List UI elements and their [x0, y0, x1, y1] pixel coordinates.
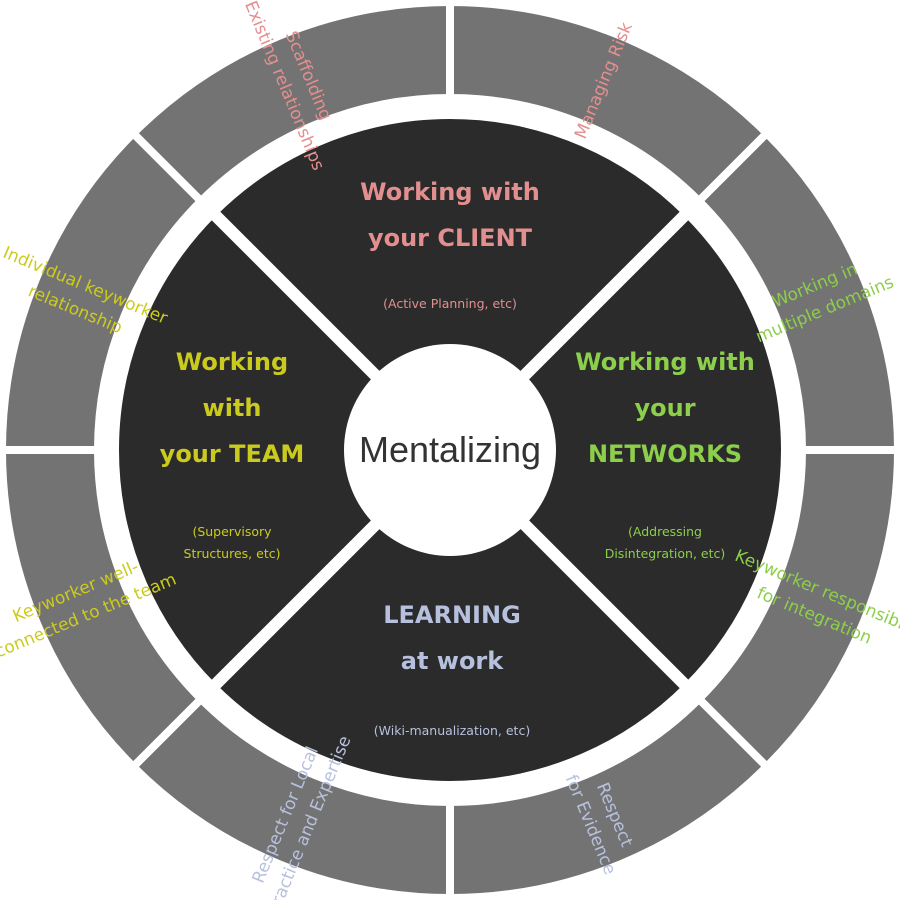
quadrant-text-learning: LEARNING at work (Wiki-manualization, etc) [374, 601, 530, 738]
quadrant-subtitle-line: (Addressing [628, 524, 702, 539]
quadrant-text-client: Working with your CLIENT (Active Planning,… [360, 178, 540, 311]
quadrant-subtitle-line: (Wiki-manualization, etc) [374, 723, 530, 738]
quadrant-subtitle-line: (Supervisory [192, 524, 272, 539]
outer-segment-scaffolding [127, 0, 454, 207]
quadrant-subtitle-line: (Active Planning, etc) [383, 296, 517, 311]
center-circle [344, 344, 556, 556]
quadrant-title-line: Working [176, 348, 288, 376]
quadrant-subtitle-line: Disintegration, etc) [605, 546, 726, 561]
quadrant-title-line: NETWORKS [588, 440, 742, 468]
quadrant-title-line: LEARNING [383, 601, 521, 629]
center-label: Mentalizing [359, 429, 541, 470]
quadrant-title-line: your CLIENT [368, 224, 533, 252]
quadrant-title-line: Working with [360, 178, 540, 206]
quadrant-title-line: your [634, 394, 695, 422]
quadrant-title-line: Working with [575, 348, 755, 376]
quadrant-title-line: at work [401, 647, 505, 675]
quadrant-title-line: with [203, 394, 262, 422]
quadrant-text-team: Working with your TEAM (SupervisoryStructur… [160, 348, 305, 561]
quadrant-subtitle-line: Structures, etc) [184, 546, 281, 561]
inner-ring [107, 107, 793, 793]
quadrant-title-line: your TEAM [160, 440, 305, 468]
